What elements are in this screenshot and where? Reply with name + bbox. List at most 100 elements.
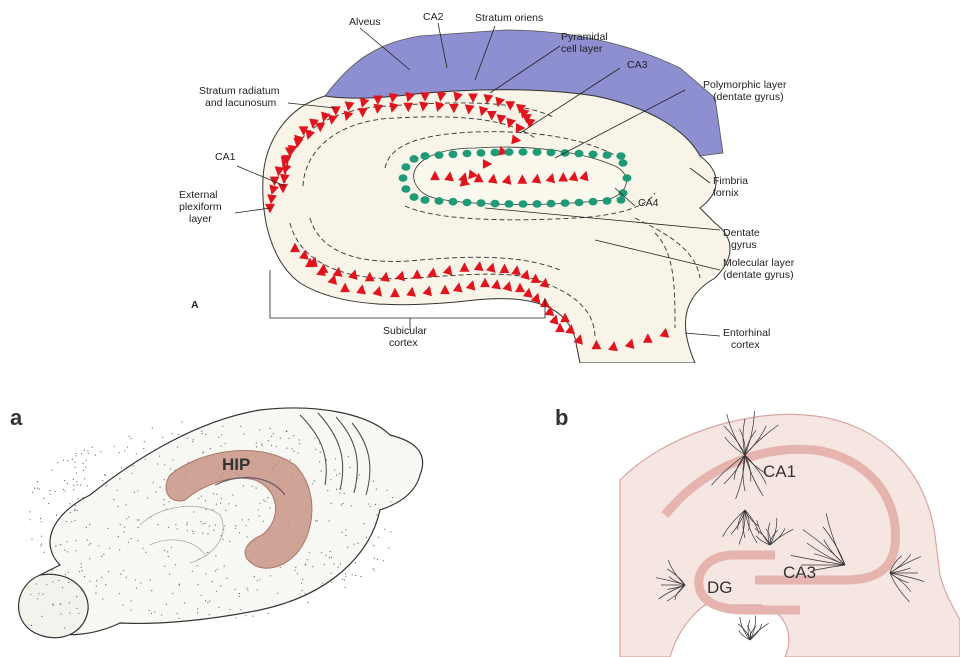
stipple-dot: [302, 579, 303, 580]
granule-neuron: [603, 151, 612, 159]
stipple-dot: [128, 516, 129, 517]
stipple-dot: [78, 585, 79, 586]
stipple-dot: [177, 446, 178, 447]
stipple-dot: [218, 607, 219, 608]
stipple-dot: [83, 470, 84, 471]
stipple-dot: [65, 574, 66, 575]
stipple-dot: [95, 454, 96, 455]
label-dentate-2: gyrus: [731, 239, 757, 251]
stipple-dot: [215, 570, 216, 571]
stipple-dot: [168, 527, 169, 528]
label-external-2: plexiform: [179, 201, 222, 213]
stipple-dot: [52, 470, 53, 471]
stipple-dot: [216, 591, 217, 592]
stipple-dot: [192, 441, 193, 442]
stipple-dot: [289, 438, 290, 439]
stipple-dot: [41, 544, 42, 545]
stipple-dot: [70, 512, 71, 513]
stipple-dot: [339, 473, 340, 474]
label-molecular-1: Molecular layer: [723, 257, 795, 269]
panel-letter-a: a: [10, 405, 23, 430]
hippocampus-section-figure: Alveus CA2 Stratum oriens Pyramidal cell…: [175, 8, 830, 363]
stipple-dot: [384, 529, 385, 530]
neuron-sketch: [738, 616, 768, 641]
stipple-dot: [317, 520, 318, 521]
stipple-dot: [287, 601, 288, 602]
granule-neuron: [401, 163, 410, 171]
stipple-dot: [184, 602, 185, 603]
stipple-dot: [78, 498, 79, 499]
stipple-dot: [155, 449, 156, 450]
stipple-dot: [225, 443, 226, 444]
stipple-dot: [80, 484, 81, 485]
stipple-dot: [31, 539, 32, 540]
stipple-dot: [49, 490, 50, 491]
stipple-dot: [145, 459, 146, 460]
stipple-dot: [204, 523, 205, 524]
label-stratum-oriens: Stratum oriens: [475, 12, 543, 24]
stipple-dot: [302, 590, 303, 591]
stipple-dot: [75, 540, 76, 541]
stipple-dot: [314, 438, 315, 439]
stipple-dot: [377, 559, 378, 560]
stipple-dot: [321, 552, 322, 553]
granule-neuron: [575, 199, 584, 207]
stipple-dot: [31, 625, 32, 626]
stipple-dot: [326, 459, 327, 460]
stipple-dot: [245, 615, 246, 616]
stipple-dot: [331, 557, 332, 558]
stipple-dot: [246, 588, 247, 589]
stipple-dot: [61, 614, 62, 615]
stipple-dot: [351, 505, 352, 506]
stipple-dot: [166, 604, 167, 605]
stipple-dot: [78, 613, 79, 614]
stipple-dot: [52, 570, 53, 571]
stipple-dot: [36, 583, 37, 584]
stipple-dot: [269, 507, 270, 508]
stipple-dot: [142, 548, 143, 549]
stipple-dot: [376, 514, 377, 515]
stipple-dot: [41, 616, 42, 617]
stipple-dot: [89, 558, 90, 559]
stipple-dot: [130, 609, 131, 610]
stipple-dot: [64, 480, 65, 481]
stipple-dot: [171, 547, 172, 548]
stipple-dot: [253, 616, 254, 617]
stipple-dot: [336, 474, 337, 475]
stipple-dot: [119, 549, 120, 550]
stipple-dot: [101, 556, 102, 557]
stipple-dot: [138, 527, 139, 528]
circuit-panel-b: b CA1 CA3 DG: [545, 395, 960, 657]
label-polymorphic-1: Polymorphic layer: [703, 79, 787, 91]
stipple-dot: [220, 586, 221, 587]
stipple-dot: [63, 489, 64, 490]
stipple-dot: [322, 583, 323, 584]
stipple-dot: [259, 515, 260, 516]
stipple-dot: [240, 426, 241, 427]
stipple-dot: [105, 584, 106, 585]
stipple-dot: [129, 436, 130, 437]
stipple-dot: [340, 488, 341, 489]
stipple-dot: [263, 499, 264, 500]
stipple-dot: [331, 503, 332, 504]
granule-neuron: [561, 199, 570, 207]
stipple-dot: [256, 488, 257, 489]
stipple-dot: [86, 527, 87, 528]
stipple-dot: [64, 627, 65, 628]
stipple-dot: [81, 453, 82, 454]
stipple-dot: [132, 465, 133, 466]
stipple-dot: [334, 563, 335, 564]
stipple-dot: [383, 560, 384, 561]
stipple-dot: [117, 490, 118, 491]
granule-neuron: [519, 148, 528, 156]
stipple-dot: [120, 574, 121, 575]
granule-neuron: [617, 196, 626, 204]
stipple-dot: [37, 488, 38, 489]
stipple-dot: [163, 499, 164, 500]
stipple-dot: [37, 598, 38, 599]
stipple-dot: [277, 593, 278, 594]
stipple-dot: [44, 552, 45, 553]
granule-neuron: [449, 151, 458, 159]
stipple-dot: [109, 548, 110, 549]
stipple-dot: [123, 570, 124, 571]
